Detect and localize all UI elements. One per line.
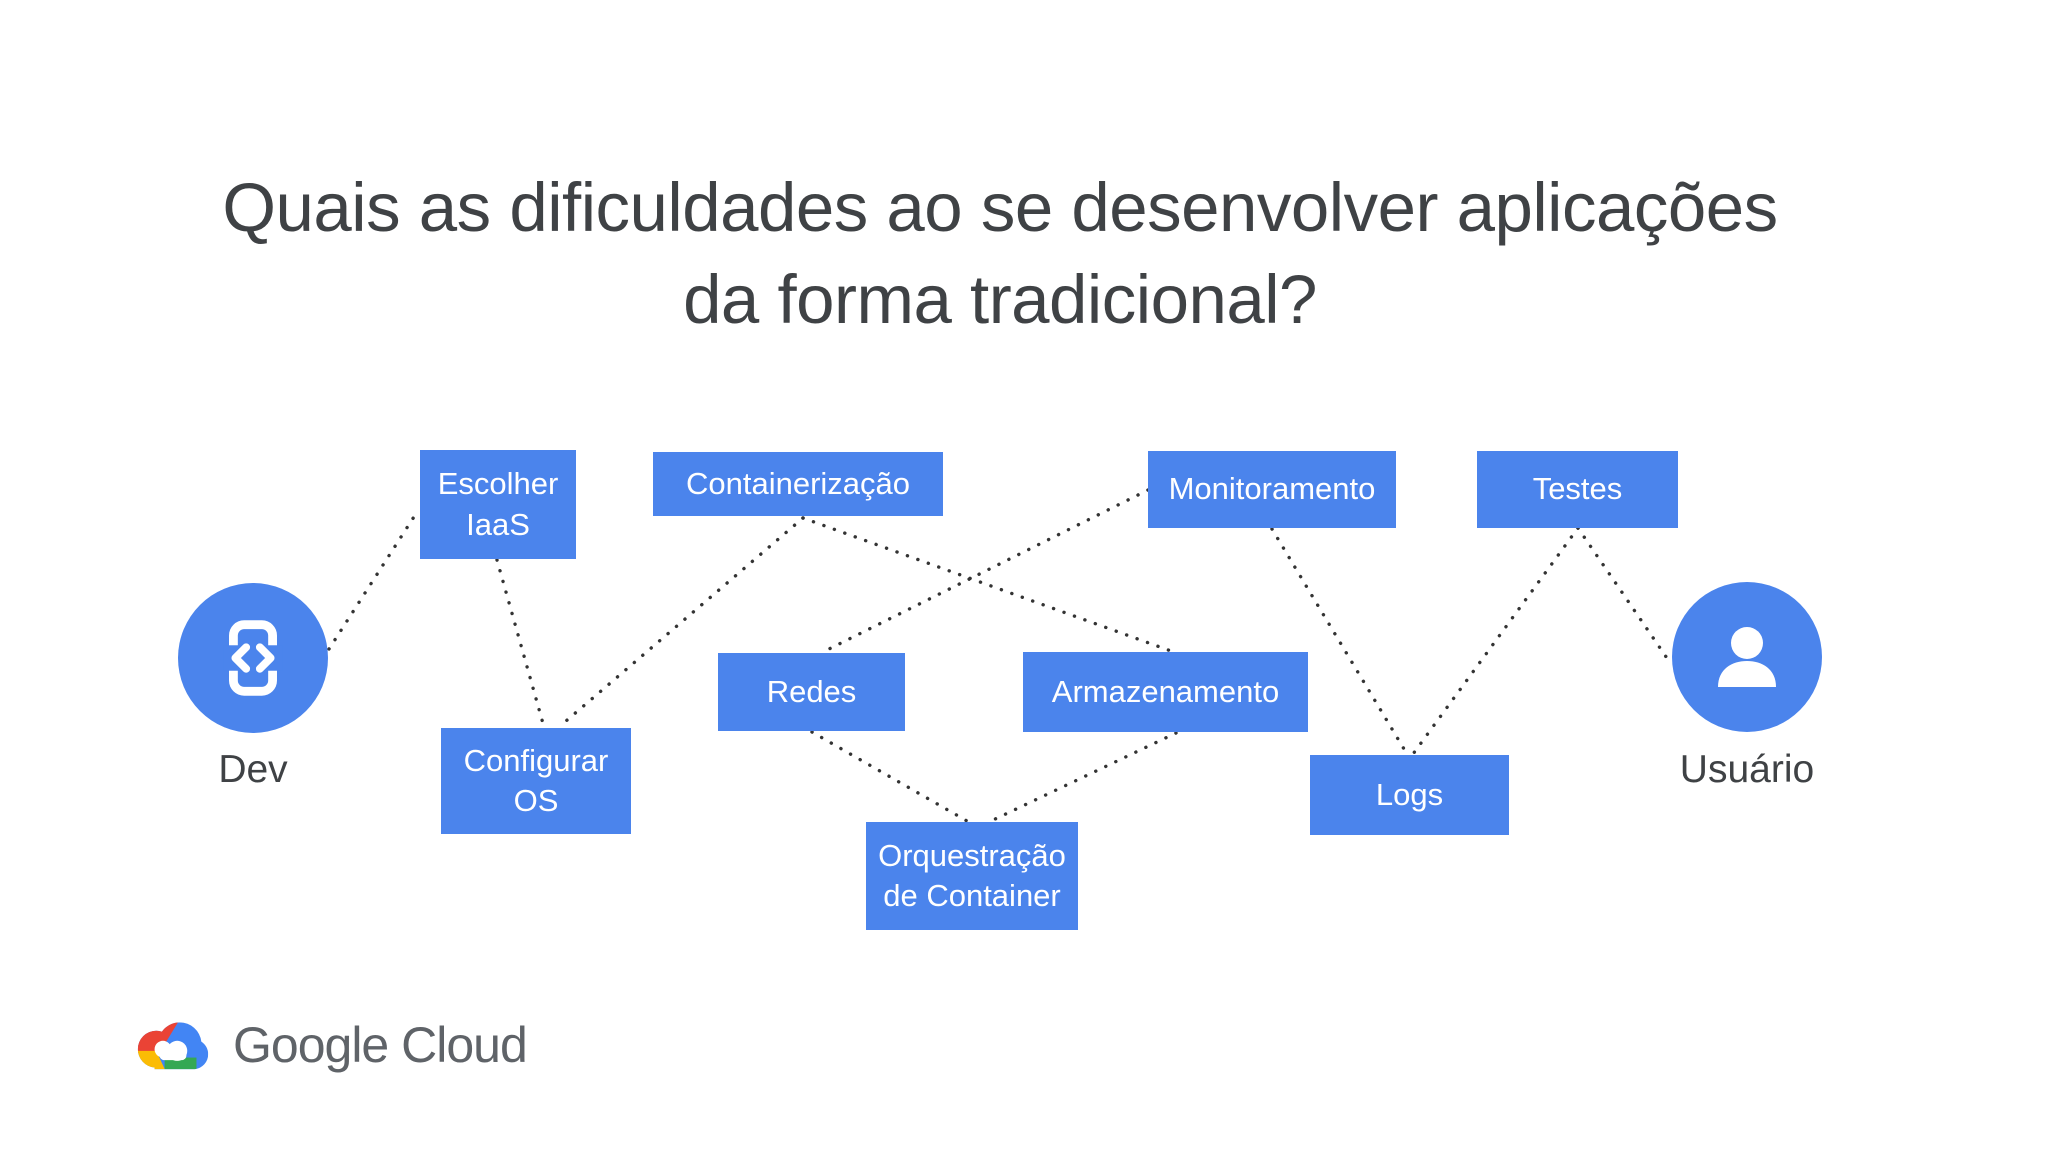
- code-phone-icon: [223, 620, 283, 696]
- connection-escolher-iaas-configurar-os: [495, 558, 546, 729]
- dev-avatar: [178, 583, 328, 733]
- node-redes: Redes: [718, 653, 905, 731]
- google-cloud-wordmark: Google Cloud: [233, 1017, 528, 1073]
- connection-testes-usuario: [1576, 526, 1673, 666]
- node-configurar-os: Configurar OS: [441, 728, 631, 834]
- node-monitoramento-label: Monitoramento: [1168, 471, 1376, 507]
- connection-containerizacao-armazenamento: [801, 516, 1173, 653]
- node-escolher-iaas-label: Escolher IaaS: [437, 466, 559, 542]
- slide-title: Quais as dificuldades ao se desenvolver …: [0, 162, 2000, 346]
- connection-containerizacao-configurar-os: [557, 516, 805, 729]
- google-cloud-logo: Google Cloud: [131, 1014, 528, 1076]
- node-containerizacao-label: Containerização: [685, 465, 911, 501]
- connection-monitoramento-logs: [1270, 527, 1409, 756]
- dev-label: Dev: [218, 748, 288, 791]
- usuario-avatar: [1672, 582, 1822, 732]
- node-testes-label: Testes: [1532, 471, 1623, 507]
- slide-title-line1: Quais as dificuldades ao se desenvolver …: [222, 169, 1778, 246]
- node-configurar-os-label: Configurar OS: [463, 742, 609, 818]
- node-orquestracao-de-container: Orquestração de Container: [866, 822, 1078, 930]
- node-armazenamento: Armazenamento: [1023, 652, 1308, 732]
- cloud-logo-icon: [137, 1022, 209, 1070]
- connection-armazenamento-orquestracao-de-container: [989, 731, 1178, 823]
- node-testes: Testes: [1477, 451, 1678, 528]
- node-monitoramento: Monitoramento: [1148, 451, 1396, 528]
- person-icon: [1718, 627, 1776, 687]
- node-escolher-iaas: Escolher IaaS: [420, 450, 576, 559]
- usuario-label: Usuário: [1679, 748, 1815, 791]
- node-armazenamento-label: Armazenamento: [1051, 673, 1280, 709]
- node-orquestracao-de-container-label: Orquestração de Container: [878, 837, 1066, 913]
- connection-testes-logs: [1411, 526, 1580, 756]
- connection-redes-orquestracao-de-container: [810, 730, 969, 823]
- slide-title-line2: da forma tradicional?: [683, 261, 1317, 338]
- node-redes-label: Redes: [766, 673, 857, 709]
- node-logs-label: Logs: [1375, 776, 1444, 812]
- node-containerizacao: Containerização: [653, 452, 943, 516]
- node-logs: Logs: [1310, 755, 1509, 835]
- connection-dev-escolher-iaas: [327, 507, 421, 651]
